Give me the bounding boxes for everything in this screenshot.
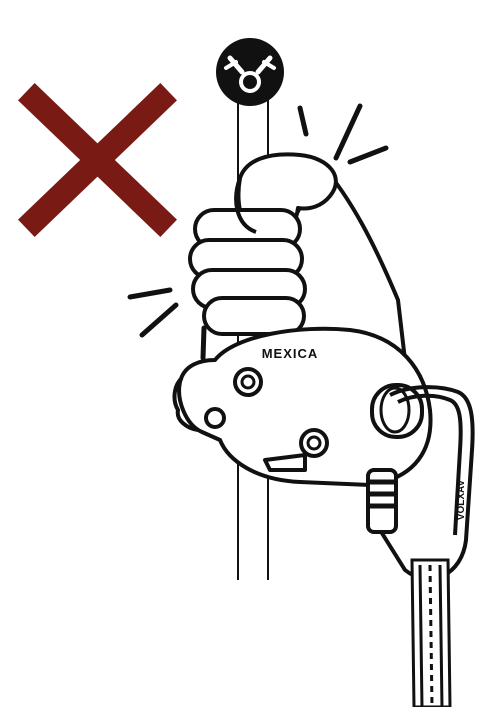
rope-anchor-badge-icon [216,38,284,106]
device-brand-label: MEXICA [262,346,319,361]
prohibited-cross-icon [35,100,160,220]
lanyard-webbing [412,560,450,707]
fall-arrester-device: MEXICA [175,329,431,485]
carabiner-engraving: VOLXAV [456,479,467,520]
